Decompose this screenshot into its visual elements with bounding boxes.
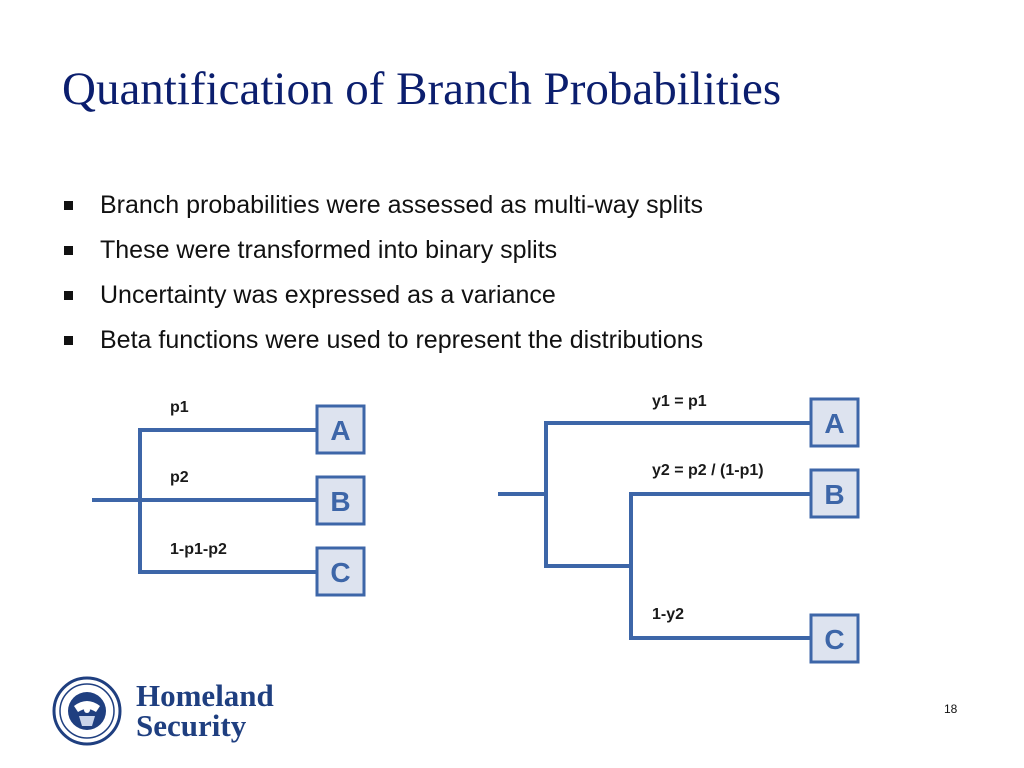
dhs-seal-icon (52, 676, 122, 746)
bullet-marker (64, 201, 73, 210)
bullet-marker (64, 291, 73, 300)
binary-split-diagram: y1 = p1 y2 = p2 / (1-p1) 1-y2 A B C (498, 393, 860, 664)
outcome-node-b (315, 475, 366, 526)
branch-label-p1: p1 (170, 399, 189, 416)
outcome-node-label: A (824, 408, 844, 439)
slide-title: Quantification of Branch Probabilities (62, 63, 782, 115)
outcome-node-b (809, 468, 860, 519)
outcome-node-a (809, 397, 860, 448)
branch-label-one-minus-y2: 1-y2 (652, 606, 684, 623)
bullet-item: These were transformed into binary split… (64, 232, 703, 277)
branch-label-p2: p2 (170, 469, 189, 486)
dhs-logo: Homeland Security (52, 676, 274, 746)
outcome-node-label: B (824, 479, 844, 510)
outcome-node-label: B (330, 486, 350, 517)
bullet-text: Uncertainty was expressed as a variance (100, 281, 556, 309)
logo-line-homeland: Homeland (136, 678, 274, 713)
bullet-item: Uncertainty was expressed as a variance (64, 277, 703, 322)
outcome-node-c (315, 546, 366, 597)
branch-label-y2: y2 = p2 / (1-p1) (652, 462, 764, 479)
outcome-node-label: A (330, 415, 350, 446)
bullet-marker (64, 336, 73, 345)
branch-label-y1: y1 = p1 (652, 393, 707, 410)
outcome-node-c (809, 613, 860, 664)
branch-label-remainder: 1-p1-p2 (170, 541, 227, 558)
bullet-text: Beta functions were used to represent th… (100, 326, 704, 354)
bullet-text: Branch probabilities were assessed as mu… (100, 191, 704, 219)
outcome-node-label: C (824, 624, 844, 655)
outcome-node-label: C (330, 557, 350, 588)
multiway-split-diagram: p1 p2 1-p1-p2 A B C (92, 399, 366, 597)
logo-line-security: Security (136, 708, 247, 743)
outcome-node-a (315, 404, 366, 455)
bullet-list: Branch probabilities were assessed as mu… (64, 187, 703, 367)
bullet-item: Beta functions were used to represent th… (64, 322, 703, 367)
bullet-item: Branch probabilities were assessed as mu… (64, 187, 703, 232)
logo-wordmark: Homeland Security (136, 678, 274, 743)
bullet-text: These were transformed into binary split… (100, 236, 558, 264)
bullet-marker (64, 246, 73, 255)
page-number: 18 (944, 702, 958, 716)
